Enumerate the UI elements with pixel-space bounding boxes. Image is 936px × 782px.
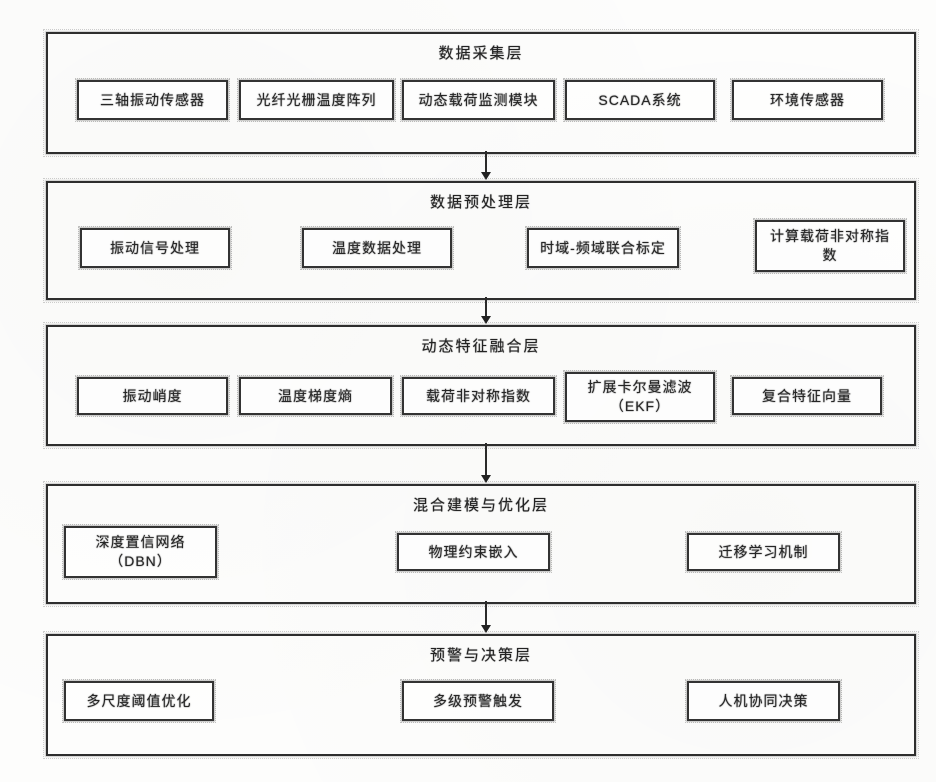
node-load-asymmetry-index-calculation: 计算载荷非对称指 数 xyxy=(753,218,907,274)
arrow-line xyxy=(485,151,487,172)
data-preprocessing-layer: 数据预处理层 振动信号处理 温度数据处理 时域-频域联合标定 计算载荷非对称指 … xyxy=(43,178,919,303)
layer-title-warning-decision: 预警与决策层 xyxy=(429,647,532,664)
arrow-line xyxy=(485,297,487,316)
node-scada-system: SCADA系统 xyxy=(563,78,717,122)
arrowhead-down-icon xyxy=(481,316,491,324)
arrowhead-down-icon xyxy=(481,625,491,633)
node-physical-constraint-embedding: 物理约束嵌入 xyxy=(395,531,552,573)
layer-title-data-preprocessing: 数据预处理层 xyxy=(429,194,532,211)
node-dynamic-load-monitoring: 动态载荷监测模块 xyxy=(400,78,557,122)
arrow-line xyxy=(485,601,487,625)
node-fbg-temperature-array: 光纤光栅温度阵列 xyxy=(237,78,396,122)
node-deep-belief-network: 深度置信网络 （DBN） xyxy=(62,524,219,580)
layer-title-hybrid-modeling: 混合建模与优化层 xyxy=(412,497,549,514)
node-vibration-signal-processing: 振动信号处理 xyxy=(78,226,232,270)
node-human-machine-collaborative-decision: 人机协同决策 xyxy=(685,679,842,723)
node-multilevel-warning-trigger: 多级预警触发 xyxy=(400,679,556,723)
node-triaxial-vibration-sensor: 三轴振动传感器 xyxy=(75,78,230,122)
node-time-frequency-joint-calibration: 时域-频域联合标定 xyxy=(525,226,681,270)
node-temperature-gradient-entropy: 温度梯度熵 xyxy=(237,375,394,417)
data-collection-layer: 数据采集层 三轴振动传感器 光纤光栅温度阵列 动态载荷监测模块 SCADA系统 … xyxy=(43,29,919,157)
warning-decision-layer: 预警与决策层 多尺度阈值优化 多级预警触发 人机协同决策 xyxy=(43,631,919,759)
node-load-asymmetry-index: 载荷非对称指数 xyxy=(400,375,557,417)
arrowhead-down-icon xyxy=(481,172,491,180)
dynamic-feature-fusion-layer: 动态特征融合层 振动峭度 温度梯度熵 载荷非对称指数 扩展卡尔曼滤波 （EKF）… xyxy=(43,322,919,449)
arrowhead-down-icon xyxy=(481,475,491,483)
node-vibration-kurtosis: 振动峭度 xyxy=(75,375,230,417)
node-temperature-data-processing: 温度数据处理 xyxy=(300,226,454,270)
node-environment-sensor: 环境传感器 xyxy=(730,78,885,122)
hybrid-modeling-optimization-layer: 混合建模与优化层 深度置信网络 （DBN） 物理约束嵌入 迁移学习机制 xyxy=(43,481,919,607)
node-multiscale-threshold-optimization: 多尺度阈值优化 xyxy=(62,679,216,723)
layer-title-feature-fusion: 动态特征融合层 xyxy=(421,338,541,355)
arrow-preprocessing-to-fusion xyxy=(480,297,492,324)
arrow-collection-to-preprocessing xyxy=(480,151,492,180)
arrow-modeling-to-decision xyxy=(480,601,492,633)
node-extended-kalman-filter: 扩展卡尔曼滤波 （EKF） xyxy=(563,370,717,424)
layer-title-data-collection: 数据采集层 xyxy=(438,45,524,62)
node-composite-feature-vector: 复合特征向量 xyxy=(730,375,884,417)
arrow-line xyxy=(485,443,487,475)
node-transfer-learning-mechanism: 迁移学习机制 xyxy=(685,531,842,573)
arrow-fusion-to-modeling xyxy=(480,443,492,483)
